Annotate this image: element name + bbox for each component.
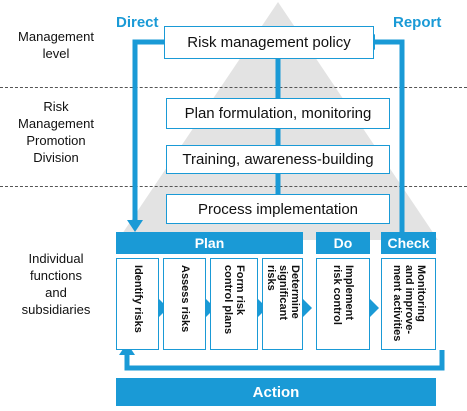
step-implement-risk-control: Implement risk control [316, 258, 370, 350]
plan-header: Plan [116, 232, 303, 254]
step-assess-risks: Assess risks [163, 258, 206, 350]
training-box: Training, awareness-building [166, 145, 390, 174]
separator-top [0, 87, 467, 88]
step-label: Implement risk control [331, 265, 355, 325]
step-monitoring-improvement: Monitoring and improve- ment activities [381, 258, 436, 350]
direct-label: Direct [116, 14, 159, 31]
step-label: Identify risks [131, 265, 144, 333]
step-form-risk-control-plans: Form risk control plans [210, 258, 258, 350]
chevron-right-icon [370, 299, 379, 317]
separator-bottom [0, 186, 467, 187]
step-identify-risks: Identify risks [116, 258, 159, 350]
step-label: Monitoring and improve- ment activities [390, 265, 427, 342]
process-implementation-box: Process implementation [166, 194, 390, 224]
level-promotion: Risk Management Promotion Division [18, 99, 94, 165]
level-management: Management level [18, 29, 94, 61]
chevron-right-icon [303, 299, 312, 317]
plan-formulation-box: Plan formulation, monitoring [166, 98, 390, 129]
step-label: Assess risks [178, 265, 191, 333]
step-label: Form risk control plans [222, 265, 246, 335]
do-header: Do [316, 232, 370, 254]
risk-management-policy-box: Risk management policy [164, 26, 374, 59]
step-determine-significant-risks: Determine significant risks [262, 258, 303, 350]
step-label: Determine significant risks [264, 265, 301, 321]
report-label: Report [393, 14, 442, 31]
check-header: Check [381, 232, 436, 254]
action-bar: Action [116, 378, 436, 406]
level-individual: Individual functions and subsidiaries [21, 251, 91, 317]
